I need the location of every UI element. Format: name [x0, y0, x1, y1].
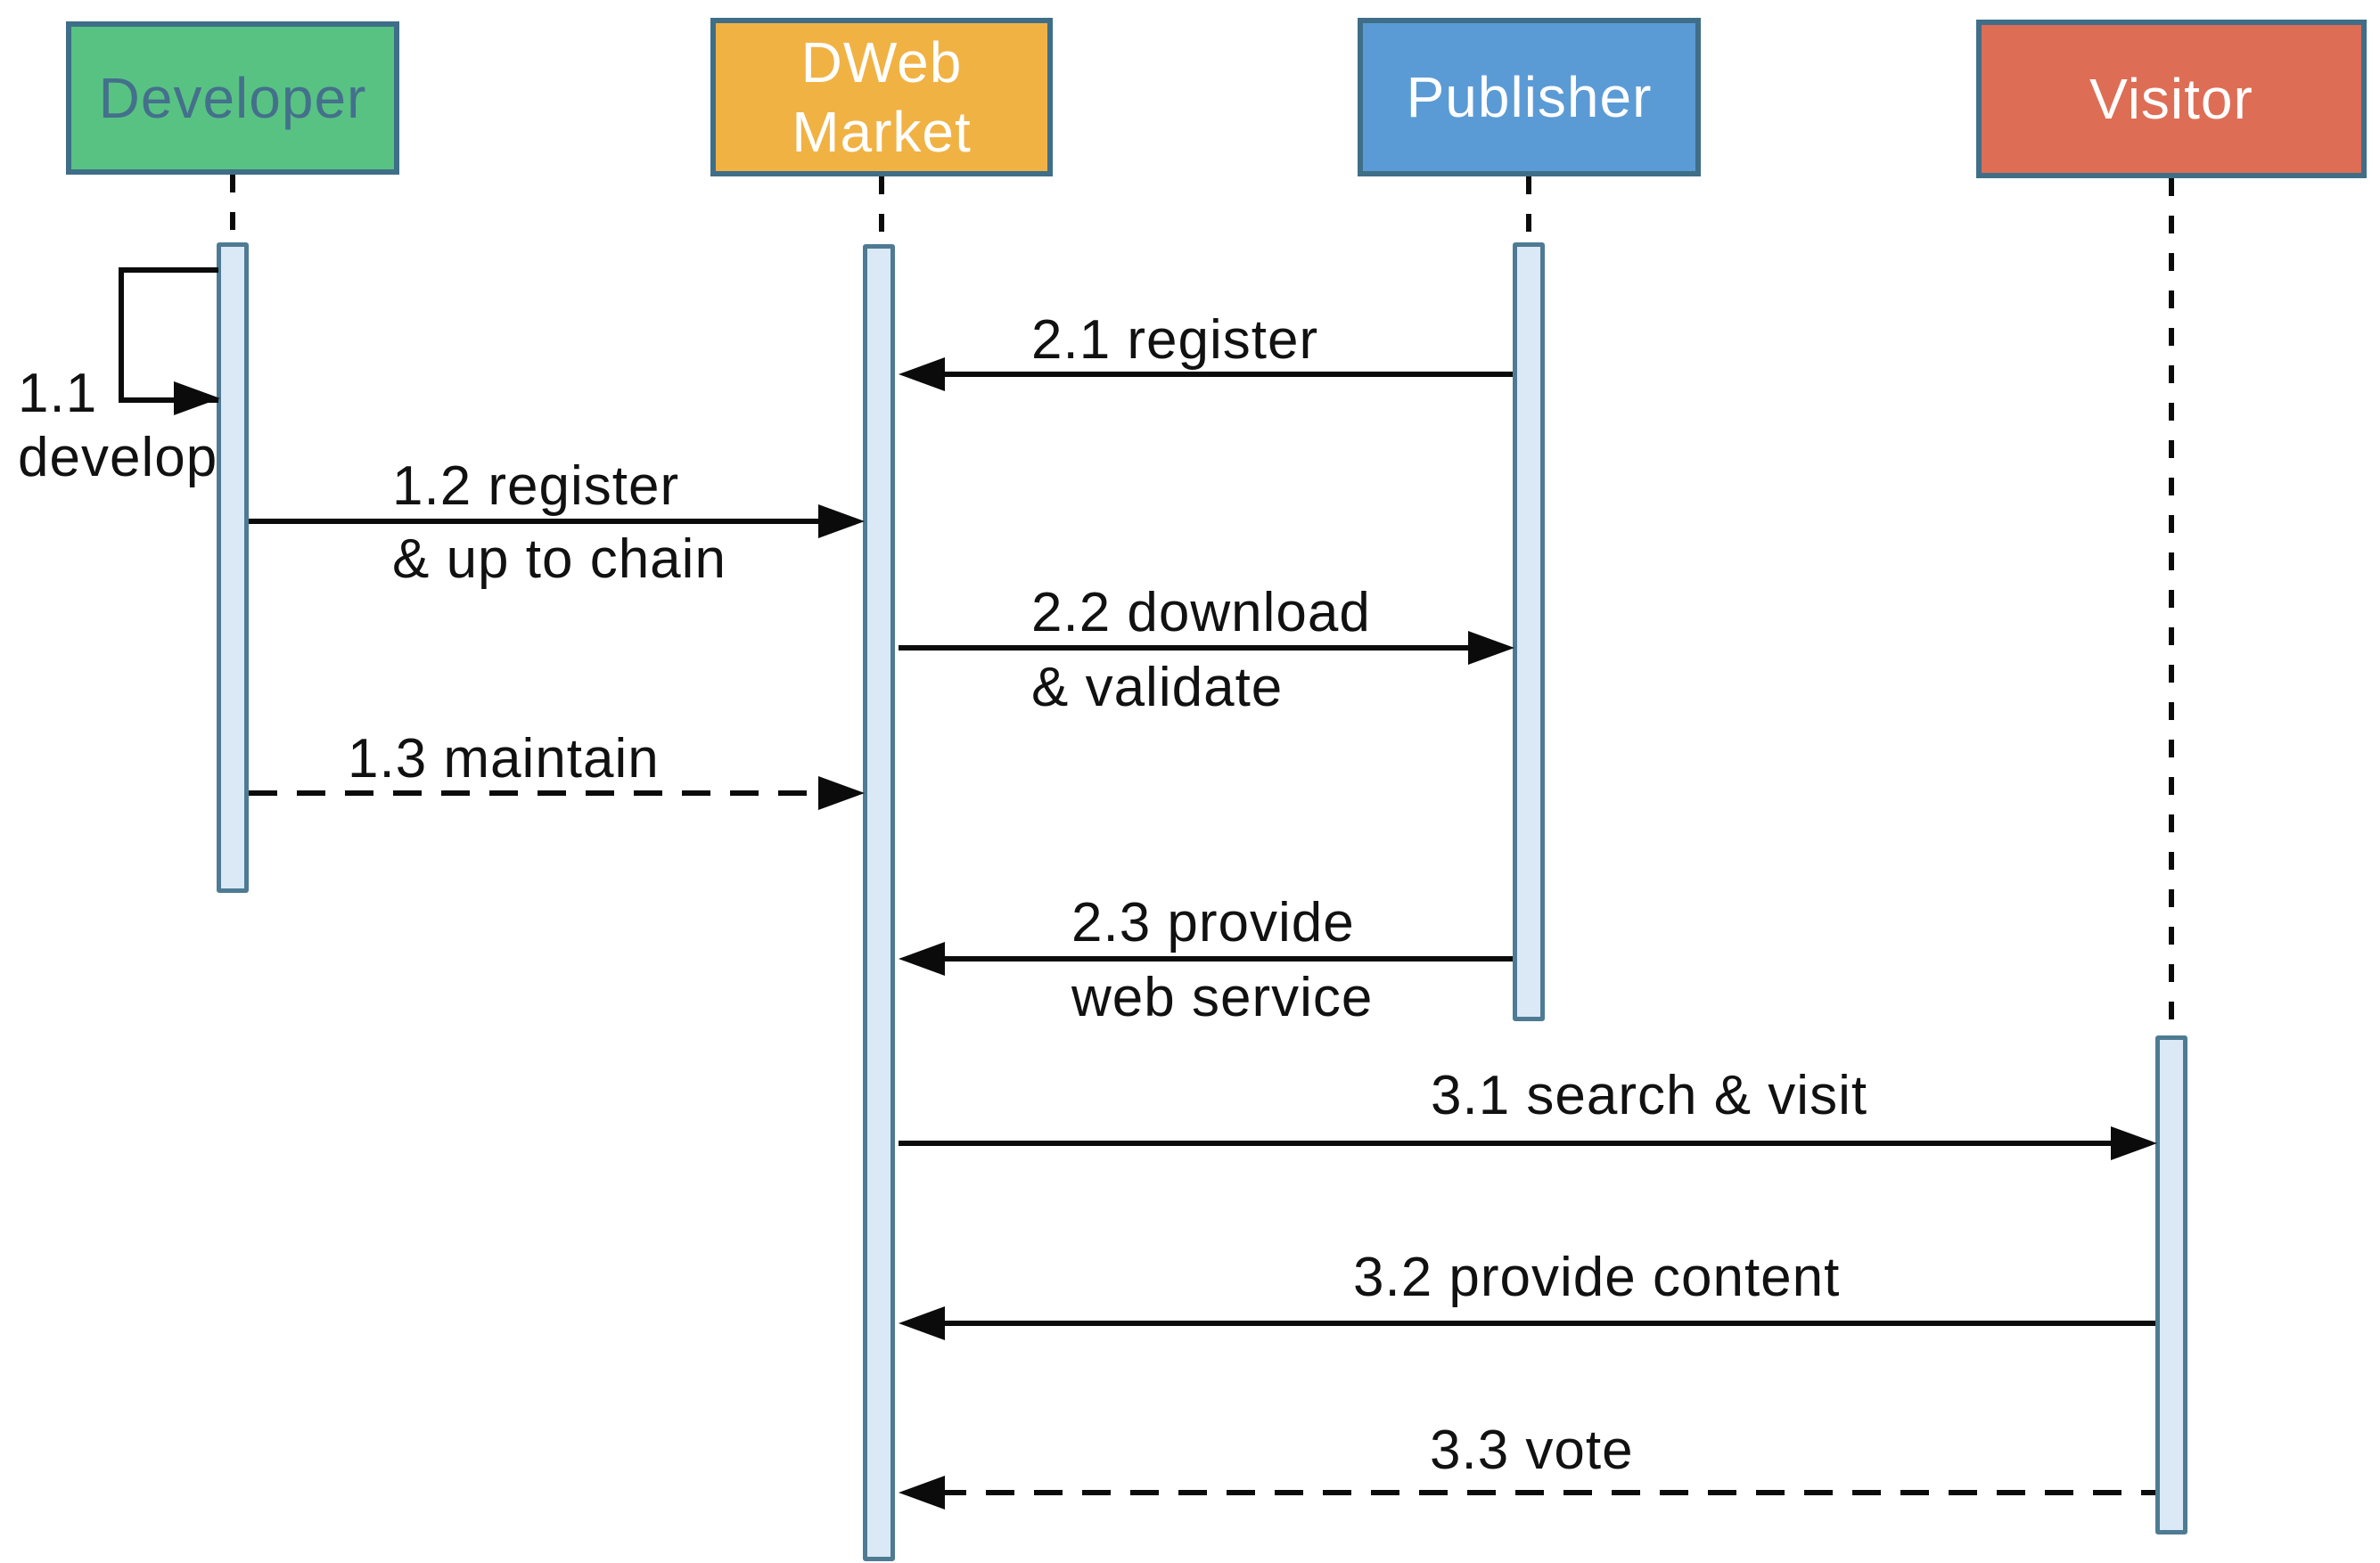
- arrowhead-right-icon: [2111, 1126, 2157, 1160]
- arrowhead-left-icon: [899, 1476, 945, 1510]
- lifeline-dweb-market: [879, 176, 884, 246]
- message-1-2-label-line1: 1.2 register: [392, 455, 680, 517]
- message-1-2-label-line2: & up to chain: [392, 528, 726, 590]
- message-1-3-line: [249, 790, 821, 796]
- message-3-3-line: [938, 1490, 2155, 1495]
- message-1-1-self-loop-path: [119, 267, 218, 403]
- actor-label-dweb-market-line1: DWeb: [800, 30, 963, 94]
- message-2-2-label-line2: & validate: [1031, 657, 1284, 718]
- lifeline-publisher: [1526, 176, 1531, 244]
- actor-label-developer: Developer: [98, 66, 367, 130]
- arrowhead-right-icon: [818, 776, 865, 810]
- arrowhead-left-icon: [899, 942, 945, 976]
- arrowhead-right-icon: [1468, 631, 1514, 665]
- message-3-2-label: 3.2 provide content: [1353, 1247, 1841, 1308]
- arrowhead-left-icon: [899, 357, 945, 391]
- actor-box-developer: Developer: [66, 21, 399, 175]
- activation-bar-developer: [217, 242, 249, 893]
- actor-label-dweb-market-line2: Market: [792, 100, 972, 164]
- message-3-1-line: [899, 1141, 2116, 1146]
- arrowhead-right-icon: [818, 504, 865, 538]
- message-1-1-label-line2: develop: [18, 427, 218, 488]
- message-2-3-label-line1: 2.3 provide: [1071, 892, 1355, 953]
- arrowhead-left-icon: [899, 1306, 945, 1340]
- message-3-2-line: [938, 1321, 2155, 1326]
- actor-label-publisher: Publisher: [1406, 65, 1653, 129]
- actor-box-publisher: Publisher: [1358, 18, 1701, 176]
- message-3-1-label: 3.1 search & visit: [1431, 1065, 1868, 1126]
- message-2-2-label-line1: 2.2 download: [1031, 582, 1371, 643]
- message-2-1-line: [938, 372, 1513, 377]
- actor-box-visitor: Visitor: [1976, 20, 2367, 178]
- message-1-2-line: [249, 519, 824, 524]
- activation-bar-dweb-market: [863, 244, 895, 1561]
- actor-box-dweb-market: DWeb Market: [710, 18, 1053, 176]
- message-2-3-line: [938, 956, 1513, 962]
- activation-bar-publisher: [1513, 242, 1545, 1021]
- message-1-1-label-line1: 1.1: [18, 363, 98, 424]
- lifeline-developer: [230, 175, 235, 244]
- activation-bar-visitor: [2155, 1035, 2187, 1534]
- arrowhead-right-icon: [174, 381, 220, 415]
- message-3-3-label: 3.3 vote: [1430, 1420, 1634, 1481]
- actor-label-visitor: Visitor: [2089, 67, 2253, 131]
- message-2-2-line: [899, 645, 1473, 651]
- message-2-1-label: 2.1 register: [1031, 309, 1319, 371]
- lifeline-visitor: [2169, 178, 2174, 1035]
- message-1-3-label: 1.3 maintain: [348, 728, 660, 790]
- message-2-3-label-line2: web service: [1071, 967, 1374, 1028]
